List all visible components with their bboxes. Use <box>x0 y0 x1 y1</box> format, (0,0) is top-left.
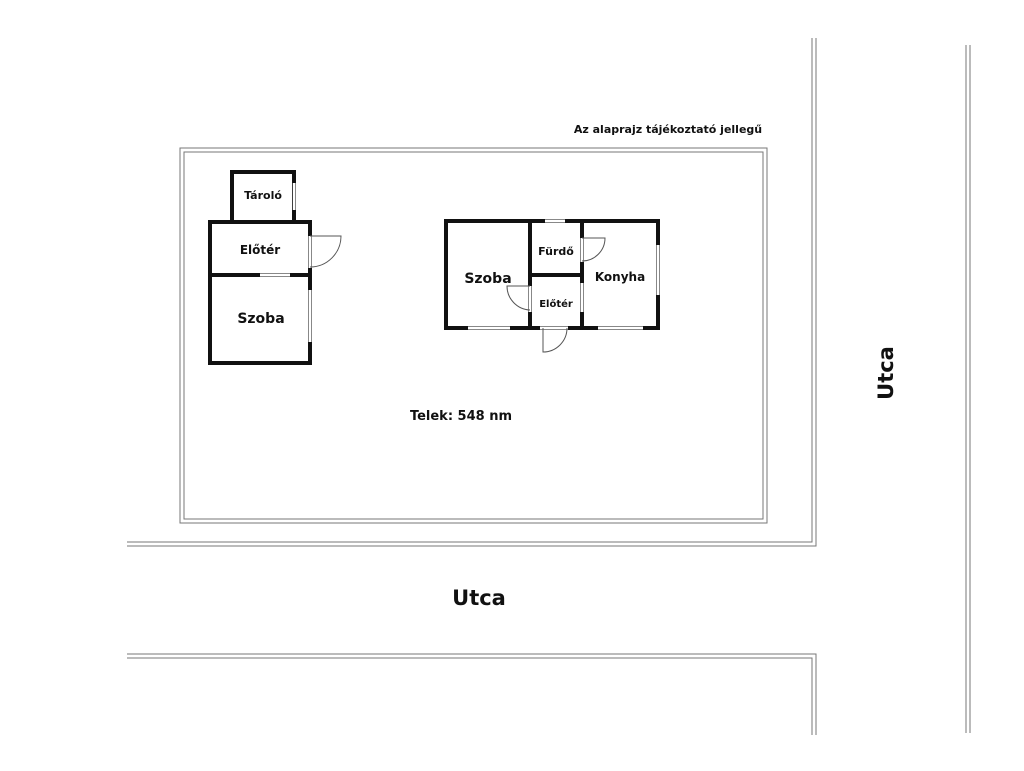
plot-area-label: Telek: 548 nm <box>410 409 512 424</box>
room-label-szoba-left: Szoba <box>237 311 284 327</box>
room-label-furdo: Fürdő <box>538 245 574 258</box>
room-label-taroló: Tároló <box>244 189 282 202</box>
street-lines <box>127 38 971 735</box>
room-label-eloter-left: Előtér <box>240 243 280 257</box>
building-left <box>208 170 342 365</box>
street-label-bottom: Utca <box>452 586 506 610</box>
room-label-eloter-right: Előtér <box>539 298 573 310</box>
room-label-konyha: Konyha <box>595 270 645 284</box>
room-label-szoba-right: Szoba <box>464 271 511 287</box>
street-label-right: Utca <box>874 346 898 400</box>
plot-boundary <box>179 147 768 524</box>
disclaimer-note: Az alaprajz tájékoztató jellegű <box>574 123 762 136</box>
building-right <box>444 219 660 353</box>
